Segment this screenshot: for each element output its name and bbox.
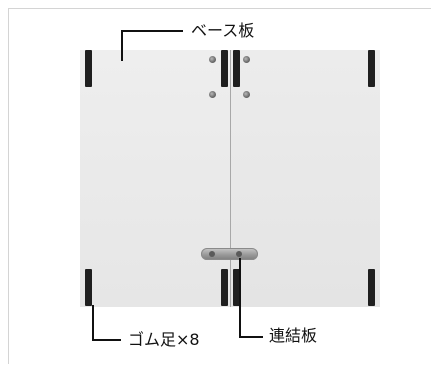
rubber-foot xyxy=(221,50,228,87)
plate-hole xyxy=(236,251,242,257)
rubber-foot xyxy=(368,269,375,306)
base-board-right xyxy=(231,50,380,307)
base-board-left xyxy=(80,50,230,307)
image-frame xyxy=(8,8,431,364)
rubber-feet-leader-vertical xyxy=(92,305,94,341)
connecting-plate-leader-vertical xyxy=(239,258,241,338)
rubber-foot xyxy=(233,50,240,87)
connecting-plate xyxy=(201,248,258,260)
screw xyxy=(209,56,216,63)
rubber-foot xyxy=(368,50,375,87)
connecting-plate-leader-horizontal xyxy=(239,336,263,338)
screw xyxy=(243,56,250,63)
rubber-feet-leader-horizontal xyxy=(92,339,121,341)
screw xyxy=(243,91,250,98)
rubber-foot xyxy=(233,269,240,306)
base-board-label: ベース板 xyxy=(191,21,255,40)
rubber-foot xyxy=(85,50,92,87)
rubber-foot xyxy=(221,269,228,306)
connecting-plate-label: 連結板 xyxy=(269,326,318,345)
rubber-feet-label: ゴム足×8 xyxy=(128,330,200,349)
screw xyxy=(209,91,216,98)
base-board-leader-horizontal xyxy=(121,30,183,32)
plate-hole xyxy=(209,251,215,257)
base-board-leader-vertical xyxy=(121,30,123,61)
rubber-foot xyxy=(85,269,92,306)
board-seam xyxy=(230,50,231,307)
